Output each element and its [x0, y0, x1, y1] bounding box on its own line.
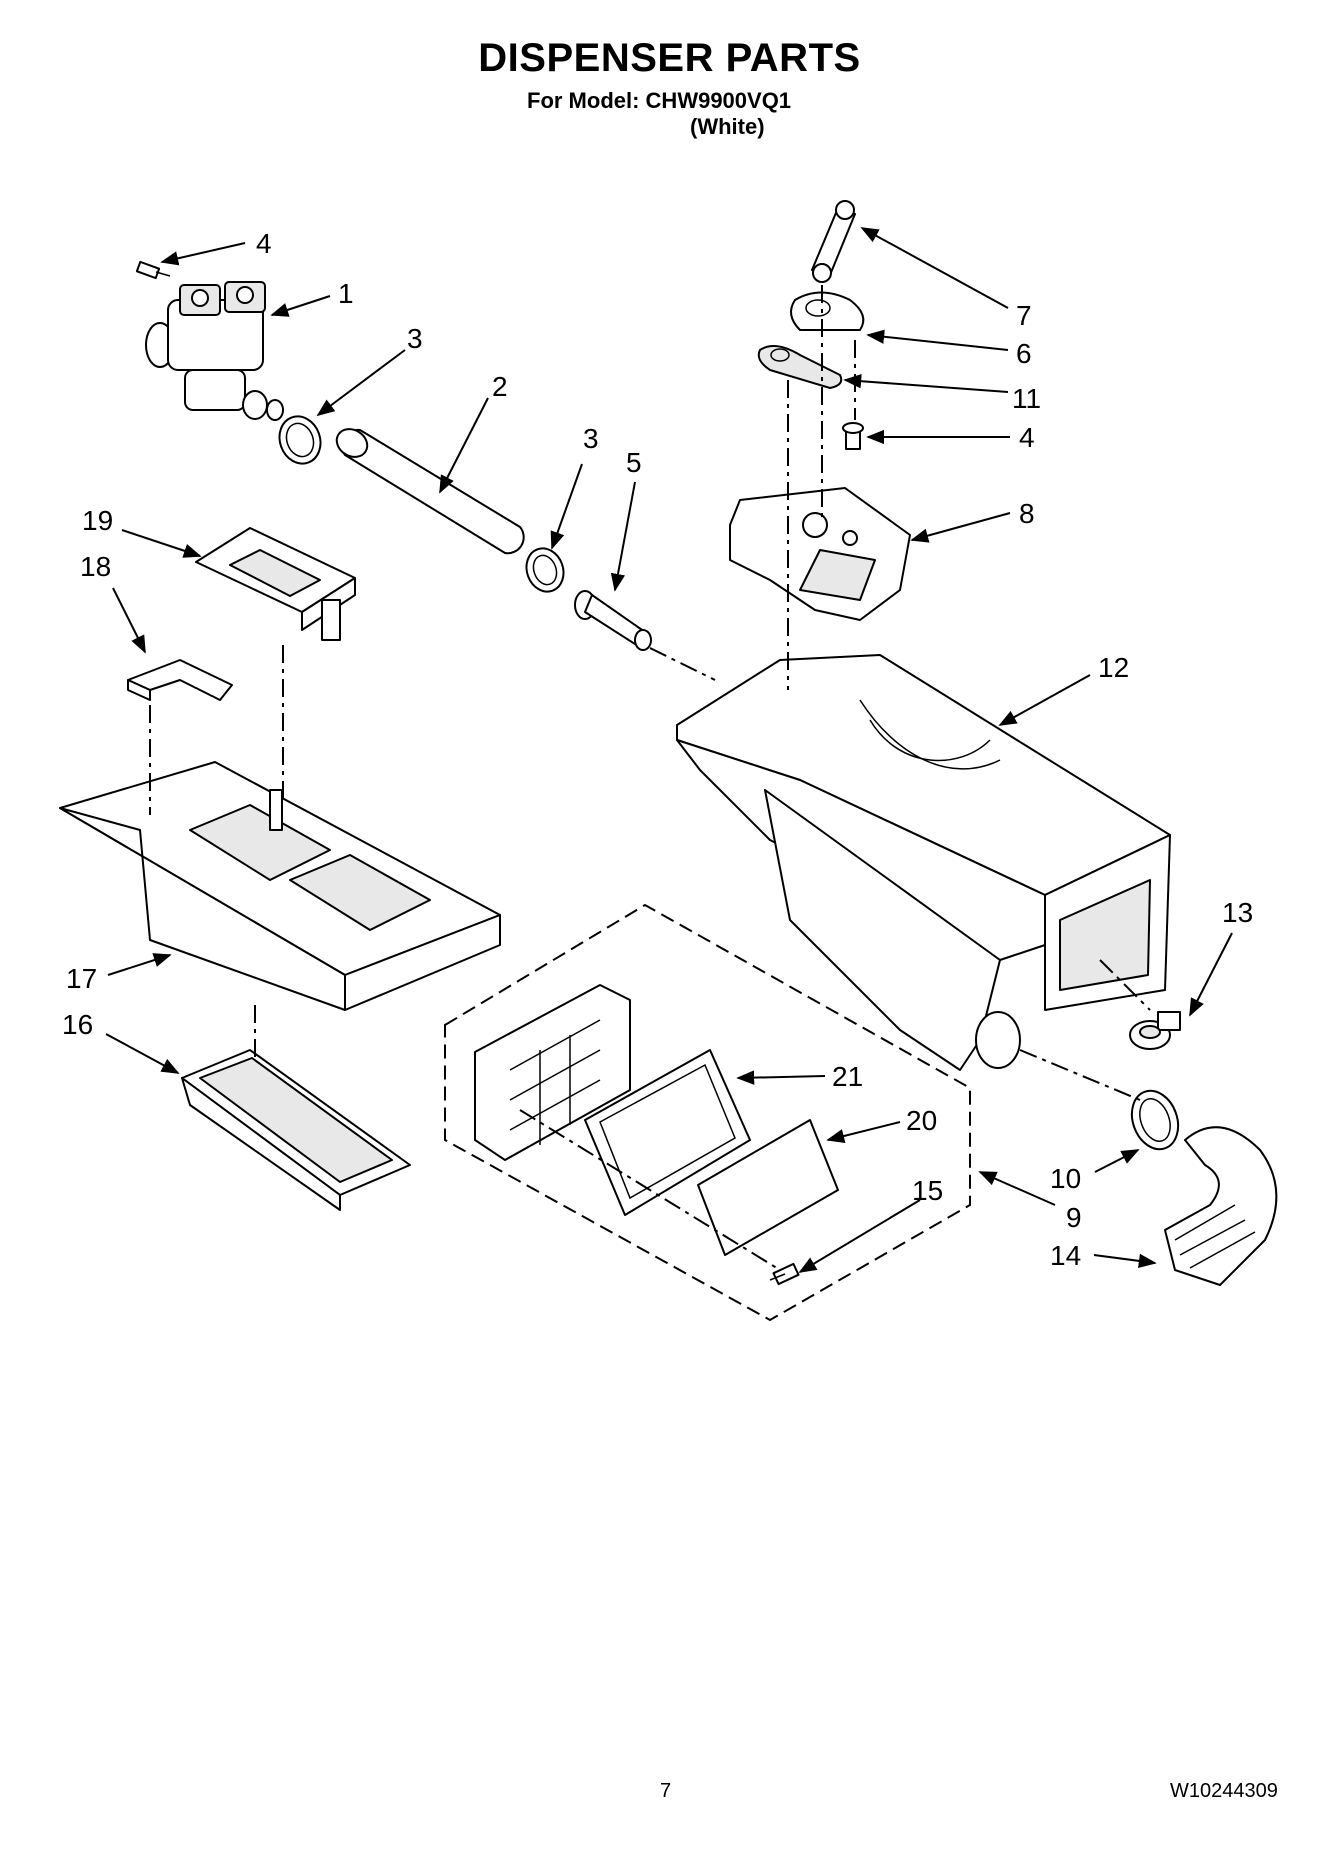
callout-label: 2 — [492, 371, 508, 402]
part-hose-clamp-left — [278, 415, 322, 465]
part-dispenser-housing — [676, 654, 1171, 1071]
part-inlet-nozzle — [574, 590, 652, 651]
part-hose-clamp-right — [1130, 1089, 1180, 1151]
part-tray — [181, 1049, 411, 1211]
callout-label: 13 — [1222, 897, 1253, 928]
part-bellows-hose — [1164, 1126, 1278, 1286]
callout-label: 3 — [583, 423, 599, 454]
callout-1: 1 — [270, 278, 354, 317]
callout-label: 9 — [1066, 1202, 1082, 1233]
callout-12: 12 — [998, 652, 1129, 726]
callout-label: 14 — [1050, 1240, 1081, 1271]
part-fill-hose — [335, 428, 525, 555]
callout-label: 11 — [1012, 383, 1041, 414]
callout-label: 16 — [62, 1009, 93, 1040]
callout-16: 16 — [62, 1009, 180, 1074]
callout-label: 10 — [1050, 1163, 1081, 1194]
callout-21: 21 — [736, 1061, 863, 1092]
callout-18: 18 — [80, 551, 146, 654]
part-hose-clamp-middle — [525, 547, 565, 593]
document-number: W10244309 — [1170, 1780, 1278, 1802]
callout-label: 5 — [626, 447, 642, 478]
callout-label: 15 — [912, 1175, 943, 1206]
part-water-valve — [145, 281, 284, 421]
part-screw-right — [842, 422, 864, 450]
callout-label: 7 — [1016, 300, 1032, 331]
callout-3-middle: 3 — [550, 423, 599, 550]
callout-3-left: 3 — [316, 323, 423, 417]
callout-label: 4 — [256, 228, 272, 259]
assembly-line-nozzle — [649, 647, 716, 681]
callout-4-right: 4 — [866, 422, 1035, 453]
callout-17: 17 — [66, 953, 172, 994]
callout-4-top-left: 4 — [160, 228, 272, 266]
callout-label: 17 — [66, 963, 97, 994]
model-number: For Model: CHW9900VQ1 — [527, 88, 792, 113]
assembly-line-housing-sensor — [1099, 959, 1151, 1011]
part-gasket — [757, 345, 843, 389]
part-cam-plate — [790, 291, 865, 331]
part-actuator-arm — [811, 200, 856, 283]
callout-label: 1 — [338, 278, 354, 309]
part-grille — [474, 984, 631, 1161]
callout-label: 21 — [832, 1061, 863, 1092]
callout-label: 4 — [1019, 422, 1035, 453]
callout-14: 14 — [1050, 1240, 1157, 1271]
callout-label: 19 — [82, 505, 113, 536]
callout-20: 20 — [826, 1105, 937, 1144]
callout-10: 10 — [1050, 1149, 1140, 1194]
callout-label: 3 — [407, 323, 423, 354]
part-dispenser-drawer — [59, 761, 501, 1011]
callout-19: 19 — [82, 505, 202, 558]
callout-15: 15 — [798, 1175, 943, 1273]
model-color: (White) — [690, 114, 765, 139]
assembly-group-outline — [444, 903, 971, 1322]
callout-13: 13 — [1189, 897, 1253, 1017]
page-title: DISPENSER PARTS — [478, 36, 861, 80]
assembly-line-group — [519, 1109, 781, 1271]
part-siphon-cover — [195, 527, 356, 641]
part-pressure-sensor — [1129, 1011, 1181, 1050]
callout-label: 8 — [1019, 498, 1035, 529]
part-dispenser-actuator — [729, 487, 911, 621]
callout-9: 9 — [978, 1171, 1082, 1233]
callout-5: 5 — [610, 447, 642, 592]
callout-label: 18 — [80, 551, 111, 582]
callout-8: 8 — [910, 498, 1035, 543]
callout-2: 2 — [439, 371, 508, 494]
page-number: 7 — [660, 1780, 672, 1802]
callout-label: 6 — [1016, 338, 1032, 369]
assembly-line-housing-outlet — [1019, 1049, 1141, 1101]
part-screw-top-left — [135, 260, 171, 280]
callout-7: 7 — [860, 227, 1032, 331]
part-latch-clip — [127, 659, 233, 701]
callout-6: 6 — [866, 329, 1032, 369]
callout-11: 11 — [843, 374, 1041, 414]
part-screw-bottom — [769, 1262, 800, 1286]
callout-label: 12 — [1098, 652, 1129, 683]
callout-label: 20 — [906, 1105, 937, 1136]
